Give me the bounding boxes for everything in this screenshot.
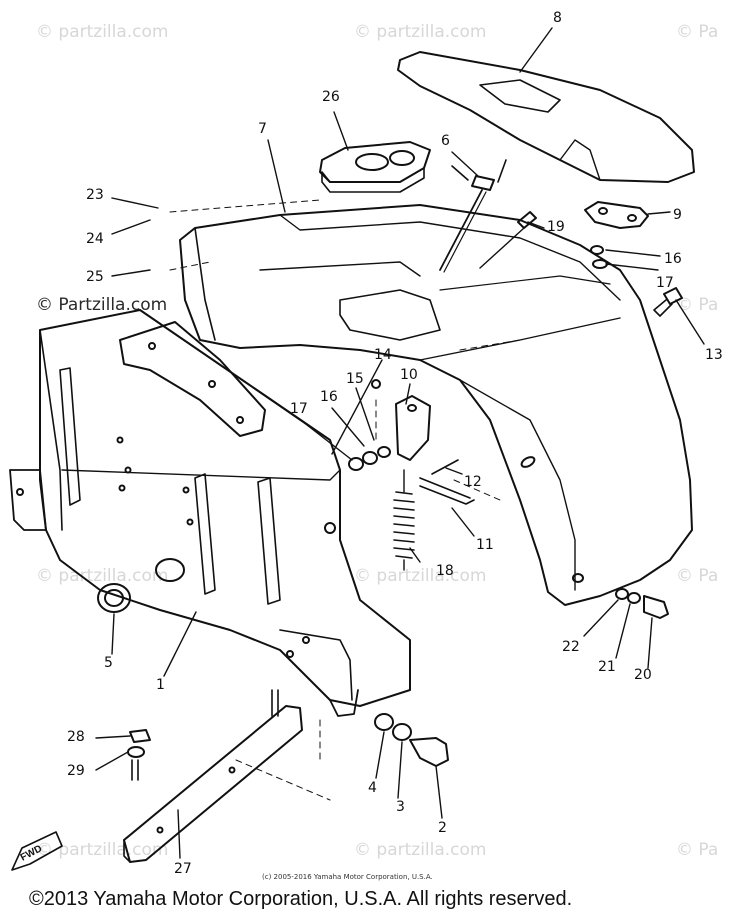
watermark: © Pa: [676, 840, 719, 860]
watermark: © partzilla.com: [36, 566, 169, 586]
side-bolt: [643, 595, 669, 619]
callout-8: 8: [553, 10, 562, 26]
callout-3: 3: [396, 799, 405, 815]
callout-14: 14: [374, 347, 392, 363]
callout-25: 25: [86, 269, 104, 285]
knob: [471, 175, 495, 191]
copyright-small: (c) 2005-2016 Yamaha Motor Corporation, …: [262, 873, 433, 881]
callout-17-lower: 17: [290, 401, 308, 417]
callout-29: 29: [67, 763, 85, 779]
hinge: [119, 321, 266, 437]
callout-4: 4: [368, 780, 377, 796]
callout-17-upper: 17: [656, 275, 674, 291]
bolt: [663, 287, 683, 305]
callout-12: 12: [464, 474, 482, 490]
latch-bracket: [584, 201, 649, 229]
callout-1: 1: [156, 677, 165, 693]
fwd-arrow: [11, 831, 63, 871]
watermark: © Pa: [676, 566, 719, 586]
frame: [39, 309, 411, 707]
watermark: © partzilla.com: [354, 566, 487, 586]
spring-washer: [592, 259, 608, 269]
callout-11: 11: [476, 537, 494, 553]
watermark: © partzilla.com: [354, 840, 487, 860]
callout-24: 24: [86, 231, 104, 247]
callout-6: 6: [441, 133, 450, 149]
callout-16-upper: 16: [664, 251, 682, 267]
callout-27: 27: [174, 861, 192, 877]
callout-18: 18: [436, 563, 454, 579]
pad: [319, 141, 431, 183]
mount-bracket: [123, 705, 303, 863]
latch-pin: [419, 477, 475, 505]
callout-13: 13: [705, 347, 723, 363]
callout-9: 9: [673, 207, 682, 223]
watermark: © Pa: [676, 295, 719, 315]
callout-28: 28: [67, 729, 85, 745]
callout-10: 10: [400, 367, 418, 383]
callout-21: 21: [598, 659, 616, 675]
callout-26: 26: [322, 89, 340, 105]
callout-16-lower: 16: [320, 389, 338, 405]
callout-20: 20: [634, 667, 652, 683]
callout-7: 7: [258, 121, 267, 137]
callout-2: 2: [438, 820, 447, 836]
callout-19: 19: [547, 219, 565, 235]
spring: [393, 491, 415, 559]
watermark: © partzilla.com: [36, 22, 169, 42]
callout-15: 15: [346, 371, 364, 387]
top-cover: [397, 51, 695, 183]
watermark: © partzilla.com: [354, 22, 487, 42]
mount-bolt: [409, 737, 449, 767]
watermark-logo: © Partzilla.com: [36, 295, 168, 315]
callout-5: 5: [104, 655, 113, 671]
washer: [590, 245, 604, 255]
watermark: © partzilla.com: [36, 840, 169, 860]
clip: [431, 459, 459, 475]
callout-22: 22: [562, 639, 580, 655]
callout-23: 23: [86, 187, 104, 203]
copyright-notice: ©2013 Yamaha Motor Corporation, U.S.A. A…: [29, 888, 573, 910]
watermark: © Pa: [676, 22, 719, 42]
hood: [179, 204, 693, 606]
pin: [517, 211, 537, 229]
grommet: [97, 583, 131, 613]
latch: [395, 395, 431, 461]
